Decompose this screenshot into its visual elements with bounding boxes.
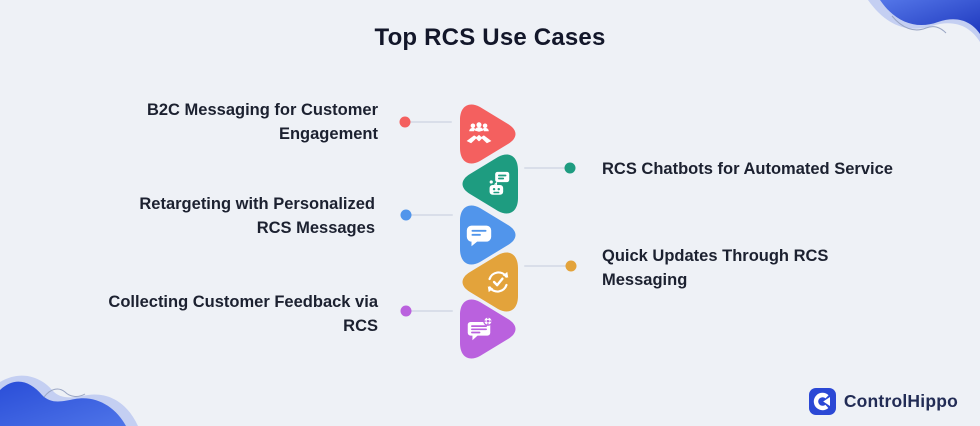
controlhippo-logo-text: ControlHippo xyxy=(843,391,958,411)
connector-line-rcs-chatbots xyxy=(524,167,566,169)
connector-line-customer-feedback xyxy=(410,310,453,312)
connector-line-quick-updates xyxy=(524,265,567,267)
feedback-bubble-icon xyxy=(467,316,493,341)
people-handshake-icon xyxy=(466,122,492,144)
connector-dot-b2c-messaging xyxy=(399,116,411,128)
connector-dot-quick-updates xyxy=(565,260,577,272)
connector-dot-rcs-chatbots xyxy=(564,162,576,174)
shape-quick-updates xyxy=(456,248,528,316)
connector-line-b2c-messaging xyxy=(409,121,452,123)
sync-check-icon xyxy=(487,271,509,293)
label-rcs-chatbots: RCS Chatbots for Automated Service xyxy=(602,160,893,178)
controlhippo-logo: ControlHippo xyxy=(808,388,958,415)
shape-customer-feedback xyxy=(450,295,522,363)
wave-decoration-top-right xyxy=(868,0,980,42)
page-title: Top RCS Use Cases xyxy=(374,24,606,51)
wave-decoration-bottom-left xyxy=(0,375,138,426)
chat-bubble-icon xyxy=(466,225,492,247)
shape-b2c-messaging xyxy=(450,100,522,168)
controlhippo-logo-icon xyxy=(808,388,836,415)
shape-rcs-chatbots xyxy=(456,150,528,218)
connector-line-retargeting xyxy=(410,214,453,216)
chatbot-icon xyxy=(489,171,510,195)
connector-dot-customer-feedback xyxy=(400,305,412,317)
connector-dot-retargeting xyxy=(400,209,412,221)
shape-retargeting xyxy=(450,201,522,269)
